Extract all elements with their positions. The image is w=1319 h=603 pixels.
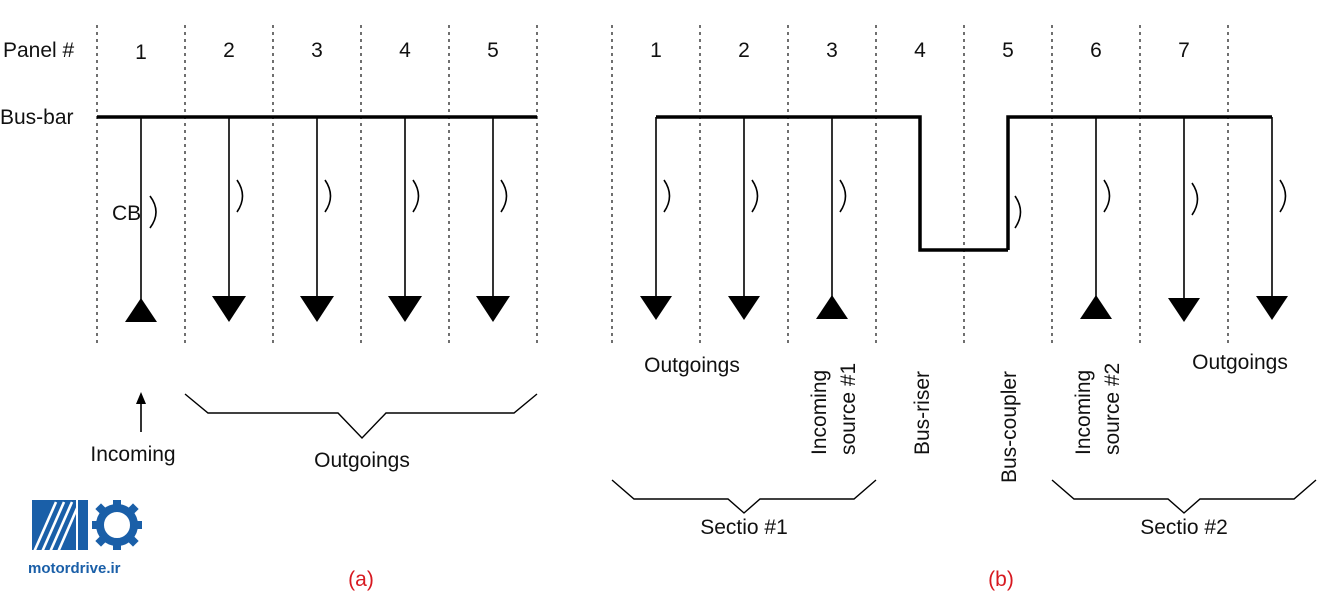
panel-number: 5 xyxy=(487,39,499,62)
gear-icon xyxy=(92,500,142,550)
cb-label: CB xyxy=(112,202,141,225)
panel-number: 1 xyxy=(650,39,662,62)
incoming-arrow-up xyxy=(816,295,848,319)
outgoing-arrow-down xyxy=(1168,298,1200,322)
outgoings-label-b-right: Outgoings xyxy=(1192,351,1288,374)
incoming-source-2-number: source #2 xyxy=(1101,363,1124,455)
bus-riser-label: Bus-riser xyxy=(911,371,934,455)
section-2-label: Sectio #2 xyxy=(1140,516,1228,539)
outgoing-arrow-down xyxy=(1256,296,1288,320)
caption-b: (b) xyxy=(988,568,1014,591)
panel-number: 5 xyxy=(1002,39,1014,62)
outgoings-brace-a xyxy=(184,393,538,440)
feeder-outgoing-b xyxy=(1168,117,1200,322)
feeder-outgoing-a xyxy=(388,117,422,322)
incoming-source-1-label: Incoming xyxy=(808,370,831,455)
busbar-label: Bus-bar xyxy=(0,106,74,129)
outgoing-arrow-down xyxy=(300,296,334,322)
feeder-outgoing-b xyxy=(640,117,672,320)
incoming-pointer-arrow xyxy=(136,392,146,432)
circuit-breaker-symbol xyxy=(1279,179,1287,213)
panel-number: 2 xyxy=(738,39,750,62)
circuit-breaker-symbol xyxy=(412,179,420,213)
incoming-source-1-number: source #1 xyxy=(837,363,860,455)
outgoing-arrow-down xyxy=(476,296,510,322)
feeder-outgoing-b xyxy=(728,117,760,320)
panel-header: Panel # xyxy=(3,39,75,62)
outgoing-arrow-down xyxy=(388,296,422,322)
panel-number: 4 xyxy=(914,39,926,62)
panel-number: 2 xyxy=(223,39,235,62)
panel-dividers-a xyxy=(96,25,538,345)
section-1-label: Sectio #1 xyxy=(700,516,788,539)
motordrive-logo-icon xyxy=(32,500,142,553)
outgoings-label-b-left: Outgoings xyxy=(644,354,740,377)
circuit-breaker-symbol xyxy=(839,179,847,213)
circuit-breaker-symbol xyxy=(149,195,157,229)
caption-a: (a) xyxy=(348,568,374,591)
circuit-breaker-symbol xyxy=(1191,182,1199,216)
circuit-breaker-symbol xyxy=(751,179,759,213)
incoming-label: Incoming xyxy=(90,443,175,466)
outgoings-label-a: Outgoings xyxy=(314,449,410,472)
circuit-breaker-symbol xyxy=(324,179,332,213)
panel-number: 7 xyxy=(1178,39,1190,62)
circuit-breaker-symbol xyxy=(236,179,244,213)
circuit-breaker-symbol xyxy=(1103,179,1111,213)
section-1-brace xyxy=(611,479,877,514)
feeder-outgoing-a xyxy=(476,117,510,322)
panel-number: 3 xyxy=(311,39,323,62)
outgoing-arrow-down xyxy=(640,296,672,320)
circuit-breaker-symbol xyxy=(500,179,508,213)
circuit-breaker-symbol xyxy=(663,179,671,213)
feeder-incoming-a xyxy=(125,117,157,322)
outgoing-arrow-down xyxy=(212,296,246,322)
panel-number: 1 xyxy=(135,41,147,64)
bus-coupler-label: Bus-coupler xyxy=(998,371,1021,483)
panel-number: 4 xyxy=(399,39,411,62)
feeder-incoming-b xyxy=(1080,117,1112,319)
pointer-head xyxy=(136,392,146,404)
logo-bar xyxy=(78,500,88,550)
incoming-arrow-up xyxy=(1080,295,1112,319)
feeder-outgoing-a xyxy=(212,117,246,322)
logo-text: motordrive.ir xyxy=(28,560,121,577)
incoming-source-2-label: Incoming xyxy=(1072,370,1095,455)
panel-number: 3 xyxy=(826,39,838,62)
feeder-outgoing-a xyxy=(300,117,334,322)
panel-dividers-b xyxy=(611,25,1229,345)
section-2-brace xyxy=(1051,479,1317,514)
bus-coupler-breaker-symbol xyxy=(1014,195,1022,229)
incoming-arrow-up xyxy=(125,298,157,322)
outgoing-arrow-down xyxy=(728,296,760,320)
panel-number: 6 xyxy=(1090,39,1102,62)
feeder-incoming-b xyxy=(816,117,848,319)
feeder-outgoing-b xyxy=(1256,117,1288,320)
busbar-section-1-with-riser xyxy=(656,115,1008,252)
logo-stripes xyxy=(32,501,80,553)
